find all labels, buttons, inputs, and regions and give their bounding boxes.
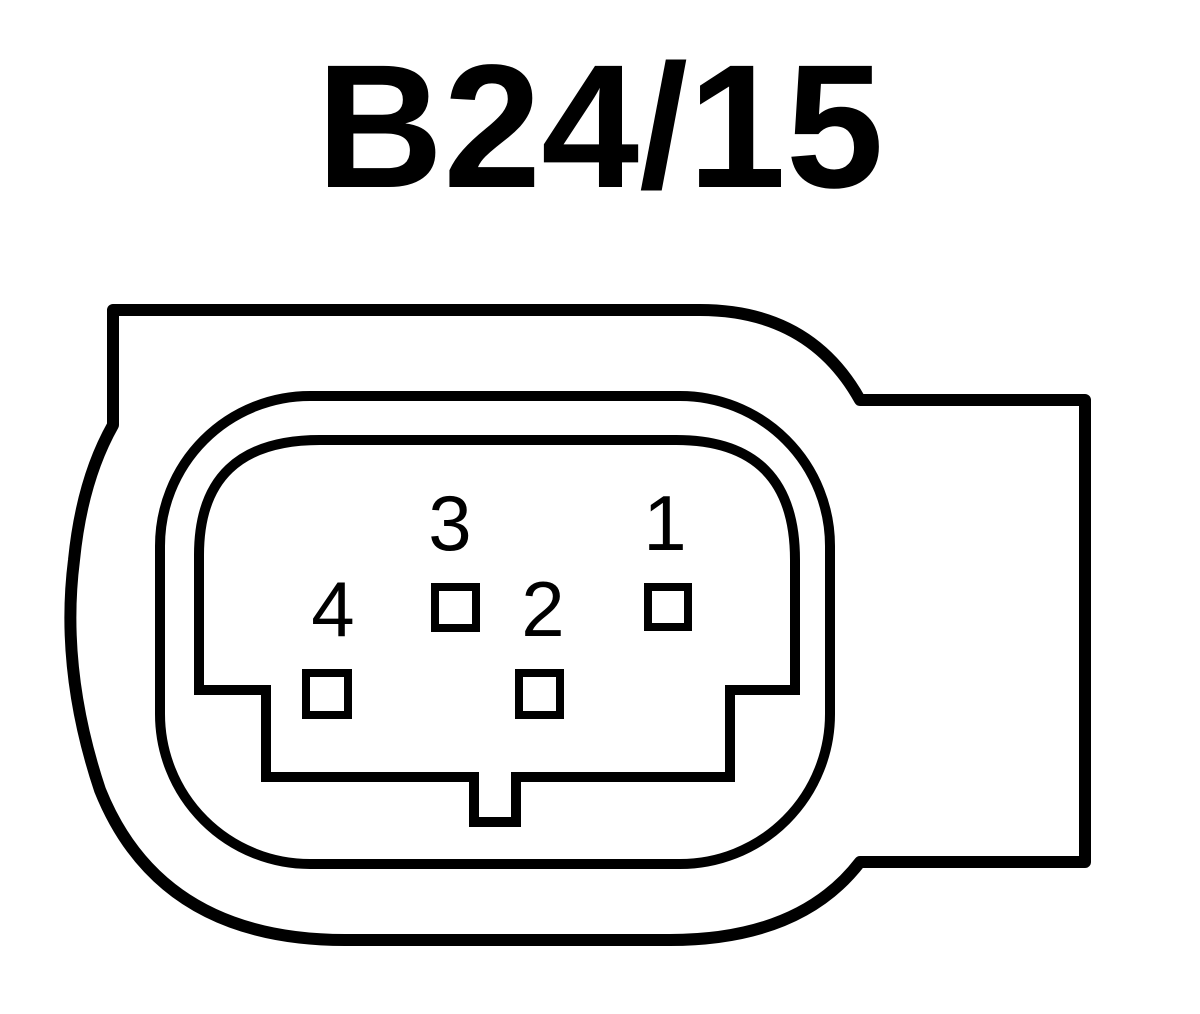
connector-title: B24/15 bbox=[316, 29, 884, 225]
pin-2-label: 2 bbox=[521, 565, 564, 653]
pin-cavity-outline bbox=[194, 435, 800, 827]
pin-4-terminal bbox=[302, 669, 352, 719]
pin-1-label: 1 bbox=[643, 479, 686, 567]
pin-3-terminal bbox=[431, 583, 480, 632]
connector-seal-outline bbox=[155, 391, 835, 869]
pin-2-terminal bbox=[515, 669, 564, 719]
pin-3-label: 3 bbox=[428, 479, 471, 567]
connector-housing-outline bbox=[64, 304, 1091, 946]
pin-1-terminal bbox=[644, 583, 692, 631]
pin-4-label: 4 bbox=[311, 565, 354, 653]
